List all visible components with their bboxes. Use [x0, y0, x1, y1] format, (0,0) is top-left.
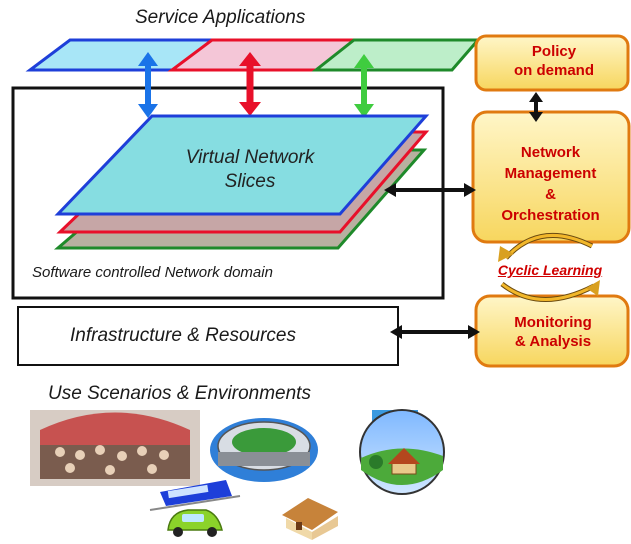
nmo-line-1: Network: [520, 144, 581, 161]
cyclic-arrow-bottom: [500, 280, 600, 302]
nmo-box-label: Network Management & Orchestration: [470, 142, 631, 226]
policy-box-label: Policy on demand: [478, 42, 630, 80]
network-domain-label: Software controlled Network domain: [32, 264, 273, 281]
house-icon: [282, 498, 338, 540]
monitoring-line-1: Monitoring: [514, 314, 592, 331]
train-icon: [149, 480, 241, 511]
red-double-arrow: [239, 52, 261, 116]
slice-plane-blue: [54, 114, 430, 216]
policy-line-2: on demand: [513, 62, 594, 79]
nmo-line-4: Orchestration: [501, 207, 600, 224]
policy-box: [474, 34, 630, 92]
slices-nmo-arrow: [384, 183, 476, 197]
network-domain-box: [11, 86, 445, 300]
service-plane-green: [311, 38, 482, 72]
nmo-line-2: Management: [504, 165, 597, 182]
slices-label-line-2: Slices: [224, 171, 276, 192]
policy-line-1: Policy: [531, 43, 577, 60]
cyclic-learning-label: Cyclic Learning: [497, 262, 603, 278]
virtual-network-slices-label: Virtual Network Slices: [150, 146, 350, 194]
monitoring-line-2: & Analysis: [514, 333, 592, 350]
cyclic-arrow-top: [498, 233, 594, 262]
slices-label-line-1: Virtual Network: [185, 147, 315, 168]
blue-double-arrow: [138, 52, 158, 118]
policy-nmo-arrow: [529, 92, 543, 122]
crowd-icon: [30, 410, 200, 486]
countryside-icon: [359, 409, 445, 495]
car-icon: [167, 509, 223, 537]
use-scenarios-label: Use Scenarios & Environments: [48, 383, 311, 404]
nmo-box: [471, 110, 631, 244]
nmo-line-3: &: [545, 186, 556, 203]
green-double-arrow: [354, 54, 374, 118]
infrastructure-label: Infrastructure & Resources: [70, 325, 296, 346]
infrastructure-box: [17, 306, 399, 366]
service-applications-title: Service Applications: [135, 7, 306, 28]
stadium-icon: [210, 418, 318, 482]
infra-monitoring-arrow: [390, 325, 480, 339]
monitoring-box-label: Monitoring & Analysis: [476, 313, 630, 351]
